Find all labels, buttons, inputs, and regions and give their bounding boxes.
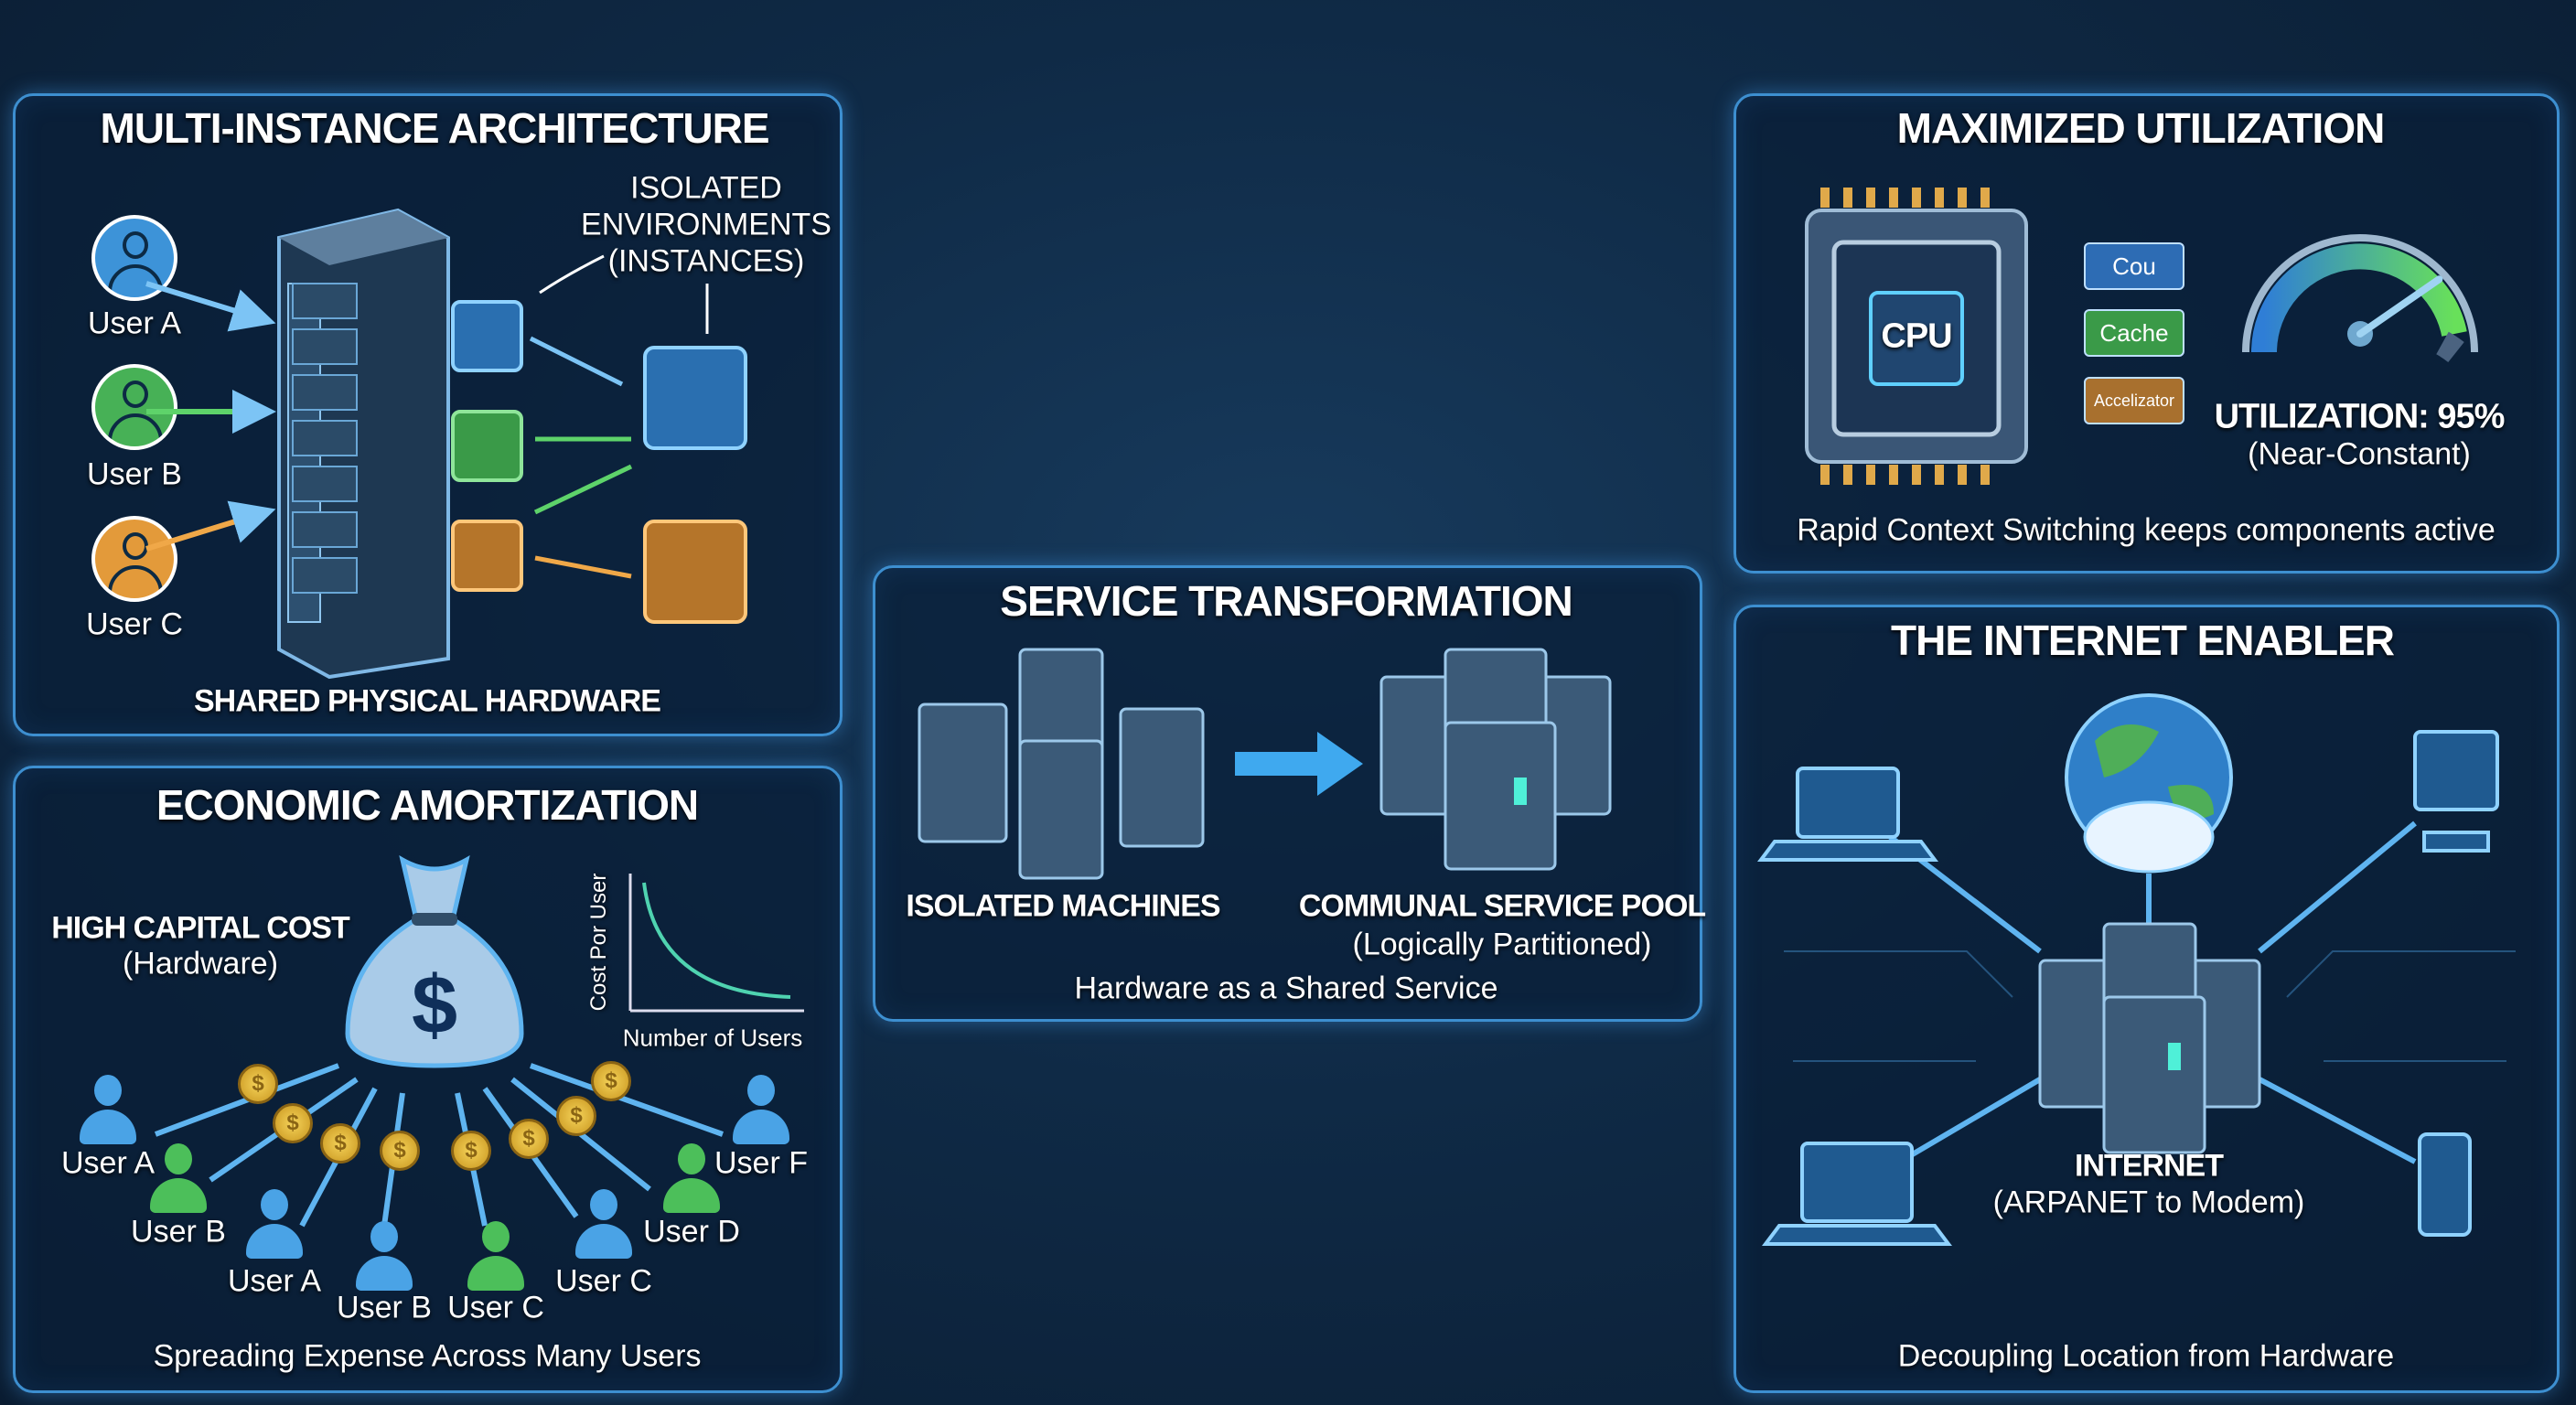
utilization-value: UTILIZATION: 95%	[2214, 397, 2506, 436]
user-icon	[572, 1189, 636, 1262]
internet-title: THE INTERNET ENABLER	[1891, 617, 2395, 664]
capital-cost-sub: (Hardware)	[122, 946, 279, 981]
utilization-gauge	[2242, 234, 2478, 363]
user-a-label: User A	[87, 306, 182, 341]
coin-icon: $	[556, 1096, 596, 1136]
user-c-avatar	[91, 516, 177, 602]
user-label: User D	[643, 1214, 740, 1249]
shared-hardware-label: SHARED PHYSICAL HARDWARE	[194, 683, 661, 719]
economic-footer: Spreading Expense Across Many Users	[153, 1338, 702, 1374]
chart-xlabel: Number of Users	[622, 1024, 803, 1052]
cost-curve-chart	[628, 874, 804, 1013]
server-pool-icon	[1379, 648, 1612, 871]
callout-line-1: ISOLATED	[630, 170, 782, 206]
user-icon	[76, 1075, 140, 1148]
internet-footer: Decoupling Location from Hardware	[1897, 1338, 2395, 1374]
user-icon	[729, 1075, 793, 1148]
isolated-servers-icon	[918, 648, 1205, 880]
money-bag-icon	[345, 854, 524, 1068]
coin-icon: $	[591, 1061, 631, 1101]
server-rack-icon	[145, 208, 747, 680]
cpu-label: CPU	[1881, 316, 1952, 356]
user-b-avatar	[91, 364, 177, 450]
coin-icon: $	[320, 1123, 360, 1164]
internet-label: INTERNET	[2075, 1148, 2224, 1184]
user-label: User C	[447, 1290, 544, 1325]
multi-instance-title: MULTI-INSTANCE ARCHITECTURE	[100, 104, 769, 152]
coin-icon: $	[451, 1131, 491, 1171]
gauge-needle	[2356, 275, 2443, 338]
coin-icon: $	[509, 1119, 549, 1159]
user-label: User F	[714, 1145, 808, 1181]
user-label: User B	[131, 1214, 226, 1249]
user-icon	[464, 1221, 528, 1294]
user-icon	[146, 1143, 210, 1217]
coin-icon: $	[238, 1064, 278, 1104]
component-cou: Cou	[2084, 242, 2184, 290]
dollar-sign-icon: $	[411, 960, 458, 1052]
callout-line-2: ENVIRONMENTS	[581, 207, 832, 242]
isolated-machines-label: ISOLATED MACHINES	[906, 888, 1220, 924]
cpu-chip-icon	[1805, 188, 2028, 485]
user-label: User A	[227, 1263, 322, 1299]
component-accelerator: Accelizator	[2084, 377, 2184, 424]
service-footer: Hardware as a Shared Service	[1074, 971, 1498, 1006]
internet-network-diagram	[1757, 693, 2516, 1246]
utilization-footer: Rapid Context Switching keeps components…	[1797, 512, 2496, 548]
service-pool-label: COMMUNAL SERVICE POOL	[1298, 888, 1706, 924]
user-icon	[660, 1143, 724, 1217]
service-pool-sub: (Logically Partitioned)	[1352, 927, 1652, 962]
user-label: User A	[60, 1145, 156, 1181]
component-cache: Cache	[2084, 309, 2184, 357]
utilization-sub: (Near-Constant)	[2248, 436, 2471, 472]
coin-icon: $	[273, 1103, 313, 1143]
callout-line-3: (INSTANCES)	[607, 243, 805, 279]
transform-arrow-icon	[1235, 732, 1363, 796]
coin-icon: $	[380, 1131, 420, 1171]
internet-sub: (ARPANET to Modem)	[1992, 1185, 2305, 1220]
user-label: User B	[337, 1290, 432, 1325]
service-title: SERVICE TRANSFORMATION	[1000, 577, 1572, 625]
user-label: User C	[555, 1263, 652, 1299]
user-icon	[352, 1221, 416, 1294]
capital-cost-label: HIGH CAPITAL COST	[51, 910, 350, 946]
user-c-label: User C	[86, 606, 183, 642]
utilization-title: MAXIMIZED UTILIZATION	[1896, 104, 2386, 152]
user-icon	[242, 1189, 306, 1262]
user-b-label: User B	[87, 456, 182, 492]
economic-title: ECONOMIC AMORTIZATION	[156, 781, 699, 829]
